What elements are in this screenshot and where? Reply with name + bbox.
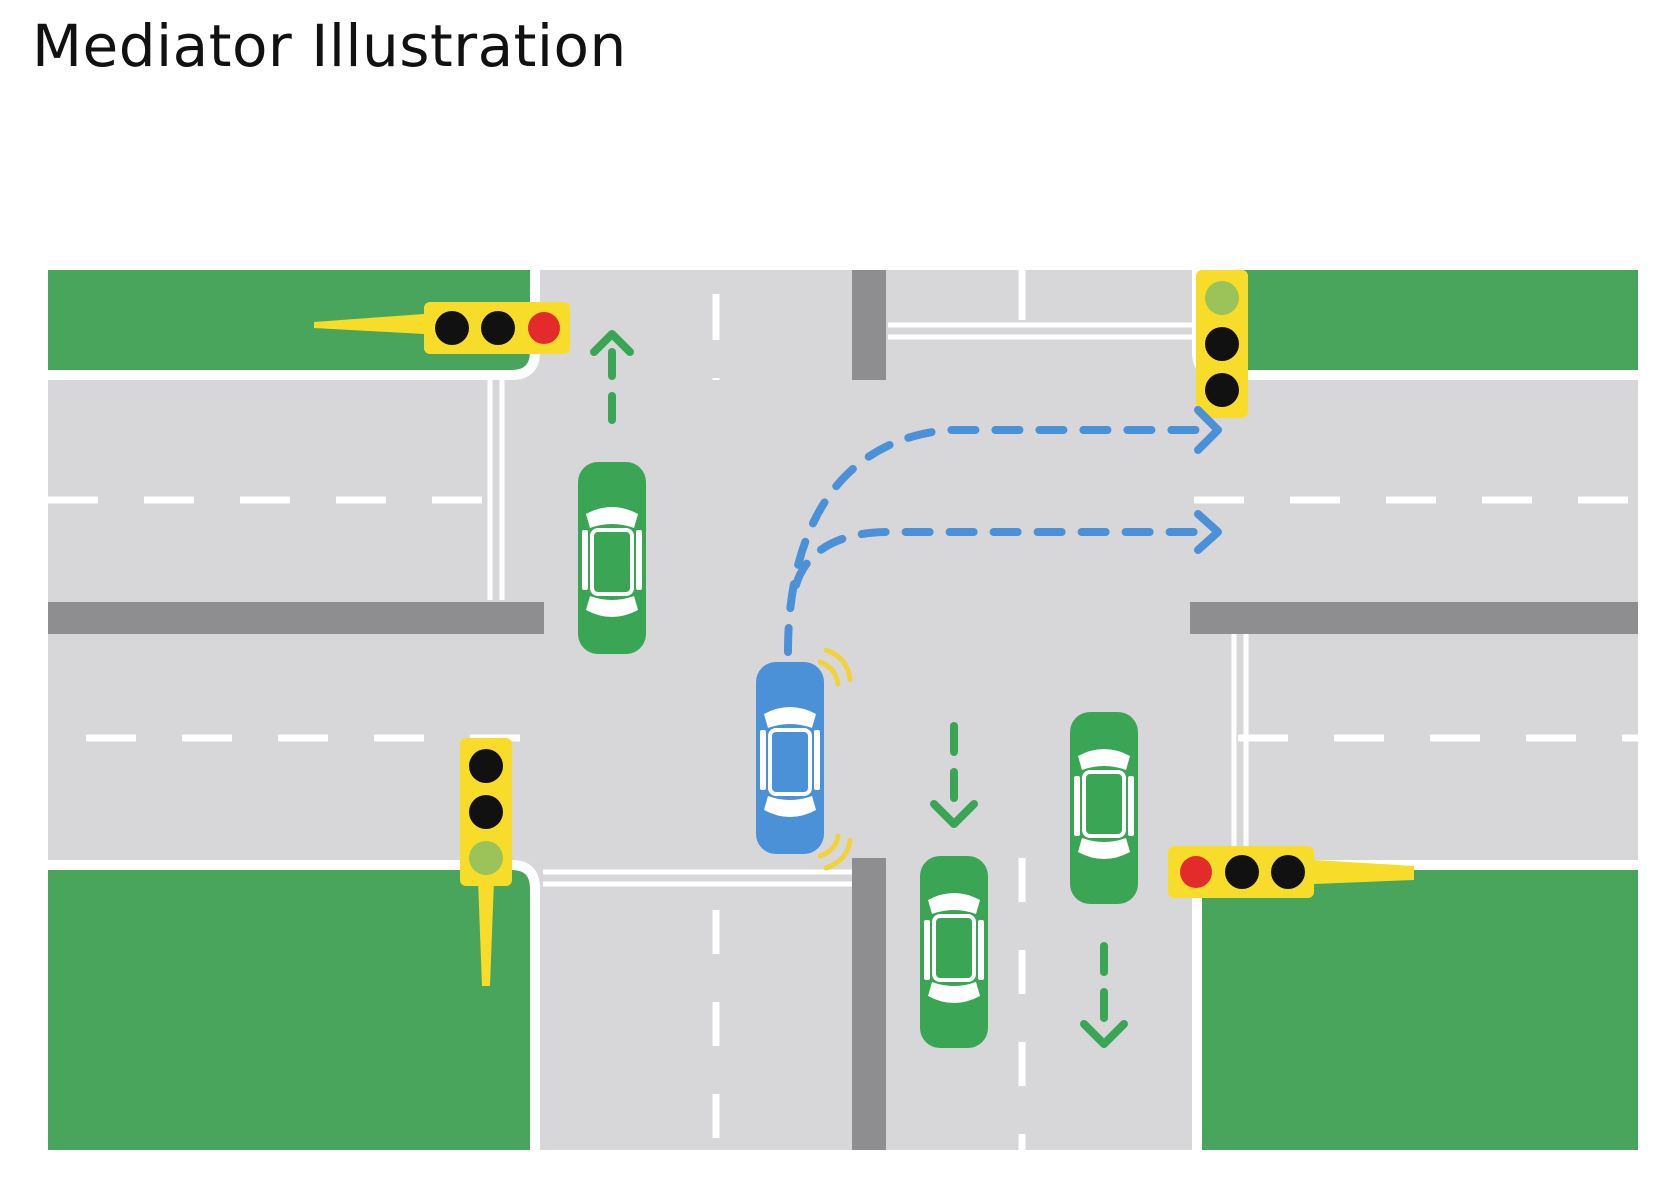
car-blue-center: [754, 660, 826, 856]
signal-bottom-left: [460, 738, 512, 986]
grass-bottom-left: [48, 870, 530, 1150]
grass-top-right: [1202, 270, 1638, 370]
signal-top-left: [314, 302, 570, 354]
medians: [48, 270, 1638, 1150]
page-title: Mediator Illustration: [32, 12, 627, 80]
signal-bottom-right: [1168, 846, 1414, 898]
path-blue-turn-lower-arrowhead: [1194, 510, 1222, 554]
path-blue-turn-lower: [792, 528, 1202, 589]
car-green-southbound-right: [1068, 710, 1140, 906]
intersection-svg: [48, 270, 1638, 1150]
stop-lines: [487, 322, 1249, 887]
path-blue-turn-upper: [784, 426, 1202, 656]
path-blue-turn-upper-arrowhead: [1194, 406, 1222, 454]
sensor-waves: [817, 647, 853, 871]
signal-top-right: [1196, 270, 1248, 418]
path-green-south-right-arrowhead: [1080, 1020, 1128, 1048]
grass-top-left: [48, 270, 530, 370]
car-green-southbound-left: [918, 854, 990, 1050]
intersection-diagram: [48, 270, 1638, 1150]
path-green-straight-north-arrowhead: [590, 330, 634, 356]
grass-bottom-right: [1202, 870, 1638, 1150]
lane-markings: [48, 270, 1638, 1150]
path-green-south-left-arrowhead: [930, 800, 978, 828]
car-green-northbound: [576, 460, 648, 656]
